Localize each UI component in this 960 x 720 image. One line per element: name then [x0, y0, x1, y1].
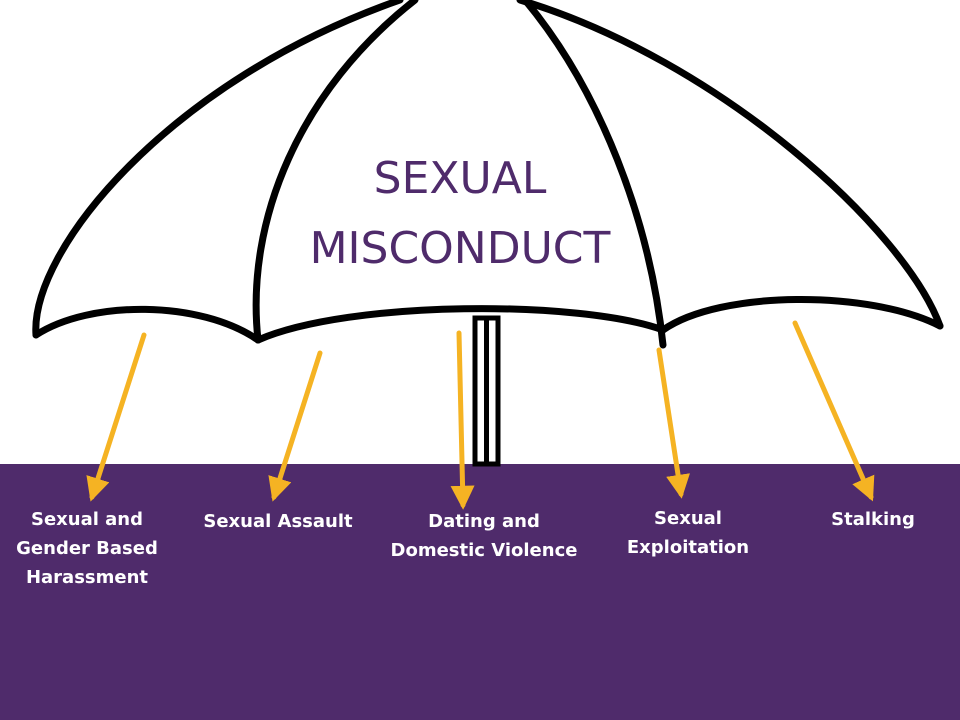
category-label-dating-violence: Dating and Domestic Violence [390, 511, 578, 561]
category-label-sexual-assault: Sexual Assault [203, 511, 353, 532]
arrow-sexual-assault [268, 350, 323, 502]
canopy-scallop-right [659, 296, 944, 334]
diagram-title: SEXUAL MISCONDUCT [310, 153, 611, 274]
umbrella-shaft [472, 315, 501, 467]
canopy-scallop-left [32, 305, 262, 344]
canopy-scallop-center [254, 305, 667, 344]
title-line-2: MISCONDUCT [310, 223, 611, 274]
canopy-outer-edge [32, 0, 404, 339]
arrows [86, 320, 875, 510]
category-label-exploitation: Sexual Exploitation [626, 508, 750, 558]
category-label-harassment: Sexual and Gender Based Harassment [16, 509, 158, 588]
canopy-rib-right [521, 0, 667, 349]
title-line-1: SEXUAL [374, 153, 547, 204]
purple-band [0, 464, 960, 720]
arrow-stalking [792, 320, 875, 502]
umbrella-canopy [32, 0, 944, 349]
arrow-exploitation [656, 347, 690, 499]
canopy-rib-left [252, 0, 419, 344]
category-label-stalking: Stalking [831, 509, 915, 530]
arrow-harassment [86, 332, 147, 502]
arrow-dating-violence [450, 330, 475, 510]
